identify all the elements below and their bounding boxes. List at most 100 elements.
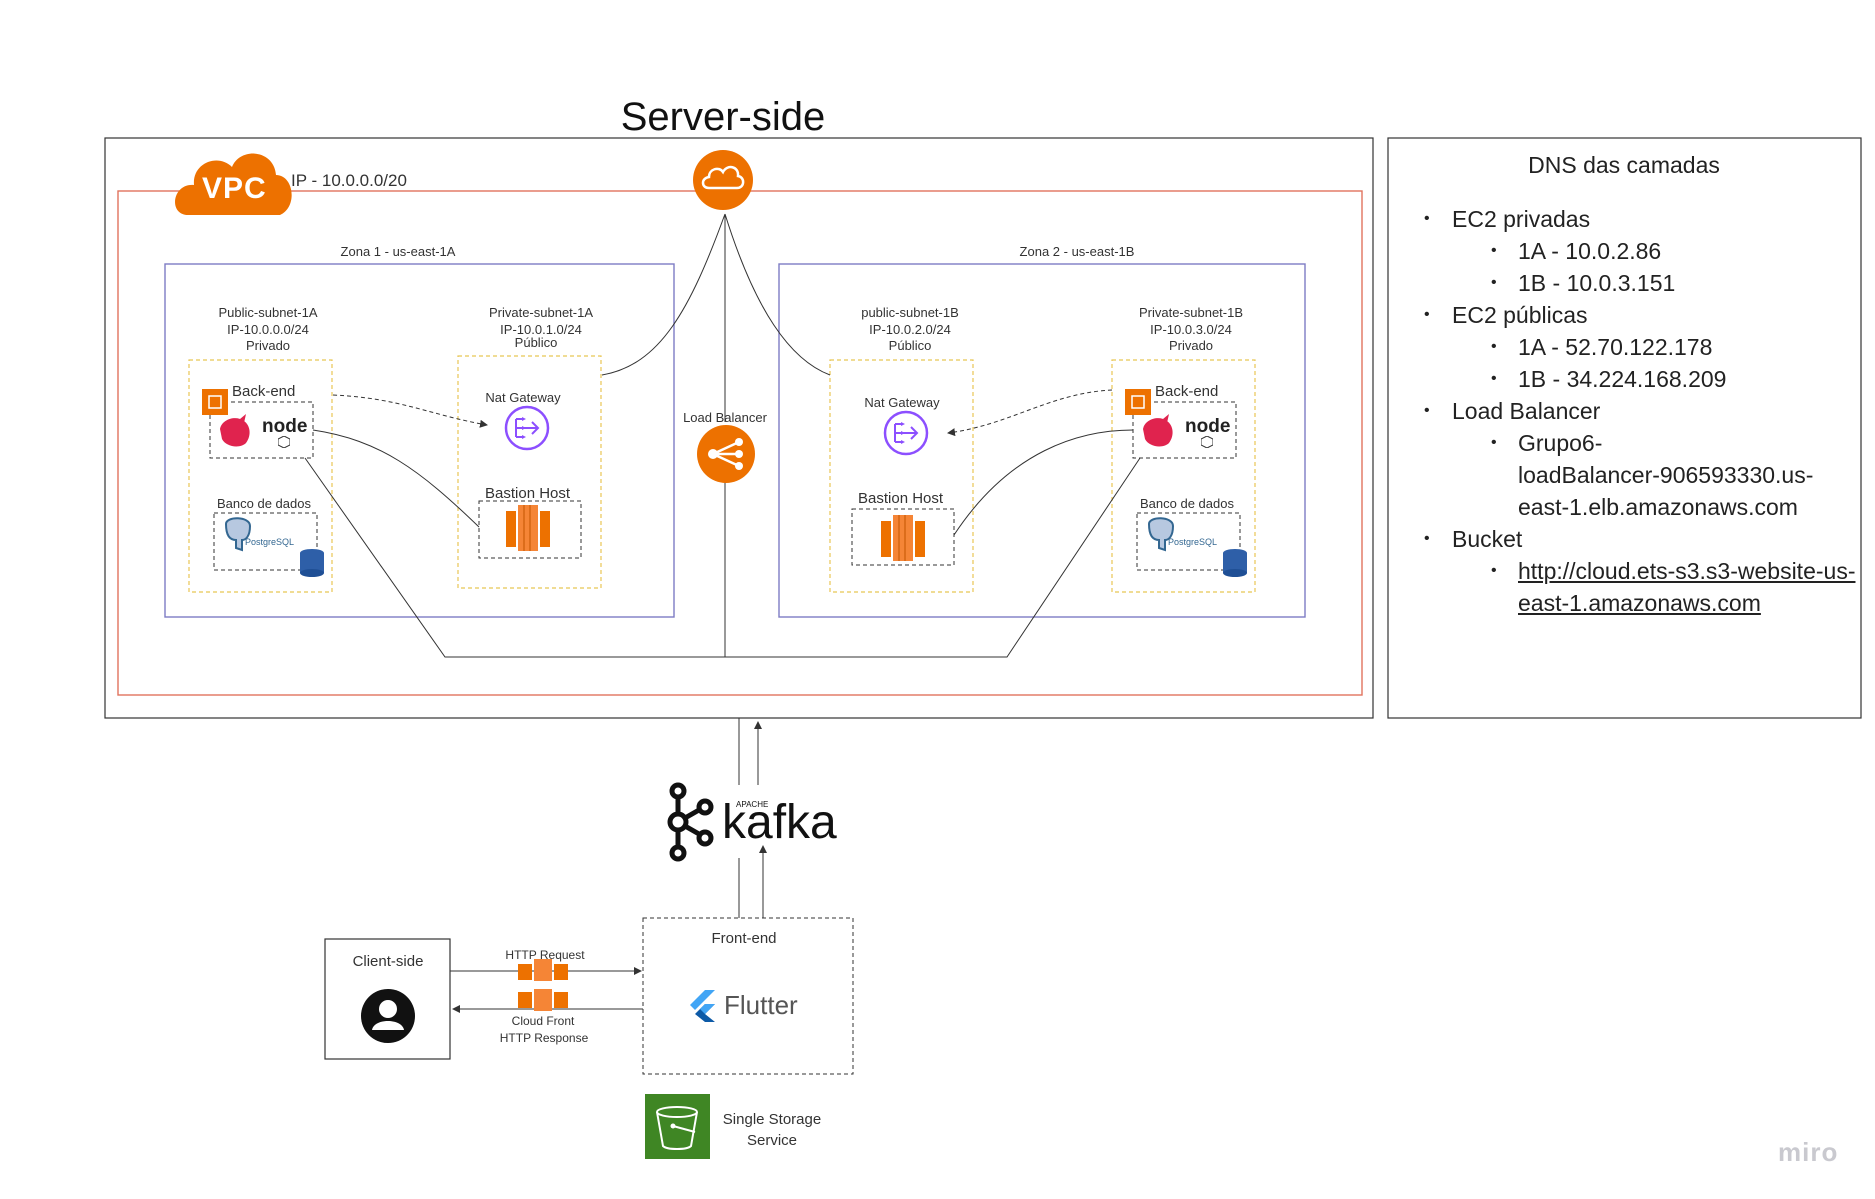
postgresql-icon: [1147, 517, 1175, 552]
dns-subitem-continued: loadBalancer-906593330.us-: [1518, 462, 1814, 488]
dns-list: •EC2 privadas •1A - 10.0.2.86 •1B - 10.0…: [1422, 203, 1855, 619]
subnet-public-1b-name: public-subnet-1B: [861, 305, 959, 320]
internet-gateway-icon[interactable]: [691, 148, 755, 212]
subnet-private-1b-type: Privado: [1168, 338, 1214, 353]
flutter-icon: [690, 990, 715, 1022]
bastion-ec2-icon: [881, 515, 925, 561]
subnet-public-1b: [829, 359, 974, 593]
bastion-1a-label: Bastion Host: [485, 485, 571, 502]
http-request-label: HTTP Request: [505, 948, 585, 962]
database-1a-box: [213, 512, 318, 571]
kafka-icon: [667, 782, 714, 862]
dns-box: [1387, 137, 1862, 719]
dns-subitem: •Grupo6-: [1491, 430, 1603, 456]
backend-1a-label: Back-end: [232, 383, 296, 400]
ec2-icon: [202, 389, 228, 415]
igw-to-nat-1a-line: [601, 213, 726, 376]
subnet-public-1a-type: Privado: [245, 338, 291, 353]
zone-1-label: Zona 1 - us-east-1A: [340, 244, 456, 259]
user-icon: [361, 989, 415, 1043]
load-balancer-label: Load Balancer: [683, 410, 767, 425]
page-title: Server-side: [620, 95, 826, 139]
dns-subitem-continued[interactable]: east-1.amazonaws.com: [1422, 587, 1855, 619]
client-box: [324, 938, 451, 1060]
s3-bucket-icon: [645, 1094, 710, 1159]
database-1b-box: [1136, 512, 1241, 571]
subnet-private-1a-type: Público: [514, 335, 558, 350]
subnet-public-1b-ip: IP-10.0.2.0/24: [869, 322, 951, 337]
dns-subitem: •1A - 10.0.2.86: [1491, 238, 1662, 264]
zone-2-box: [778, 263, 1306, 618]
kafka-wordmark: kafka: [722, 796, 837, 849]
nat-gateway-icon: [504, 405, 550, 451]
backend-1b-to-bastion-line: [953, 429, 1134, 536]
backend-1b-to-nat-line: [947, 389, 1113, 437]
rds-icon: [1223, 549, 1247, 577]
postgresql-icon: [224, 517, 252, 552]
dns-item: •Bucket: [1424, 526, 1523, 552]
bastion-1b-box: [851, 508, 955, 566]
subnet-private-1b: [1111, 359, 1256, 593]
dns-subitem-continued: east-1.elb.amazonaws.com: [1518, 494, 1798, 520]
frontend-box: [642, 917, 854, 1075]
miro-logo: miro: [1778, 1137, 1839, 1167]
backend-1a-box: [209, 401, 314, 459]
backend-1a-to-nat-line: [332, 394, 488, 428]
dns-item: •EC2 privadas: [1424, 206, 1591, 232]
cloudfront-label: Cloud Front: [511, 1014, 575, 1028]
nodejs-logo-1a: node: [262, 416, 308, 437]
nestjs-icon: [220, 414, 250, 447]
database-1a-label: Banco de dados: [217, 496, 311, 511]
nodejs-icon: [1201, 436, 1213, 448]
backend-1a-to-bastion-line: [312, 429, 480, 528]
dns-subitem: •1B - 34.224.168.209: [1491, 366, 1727, 392]
vpc-badge: VPC: [202, 172, 267, 205]
nestjs-icon: [1143, 414, 1173, 447]
lb-to-backend-bus: [304, 457, 1141, 658]
frontend-label: Front-end: [711, 930, 777, 947]
ec2-icon: [1125, 389, 1151, 415]
zone-1-box: [164, 263, 675, 618]
bastion-1b-label: Bastion Host: [858, 490, 944, 507]
subnet-public-1a-ip: IP-10.0.0.0/24: [227, 322, 309, 337]
database-1b-label: Banco de dados: [1140, 496, 1234, 511]
subnet-private-1b-ip: IP-10.0.3.0/24: [1150, 322, 1232, 337]
zone-2-label: Zona 2 - us-east-1B: [1019, 244, 1135, 259]
nat-gateway-1a-label: Nat Gateway: [485, 390, 561, 405]
subnet-private-1b-name: Private-subnet-1B: [1138, 305, 1244, 320]
subnet-private-1a-name: Private-subnet-1A: [488, 305, 594, 320]
cloudfront-icon: [518, 959, 568, 1011]
nodejs-logo-1b: node: [1185, 416, 1231, 437]
subnet-public-1a: [188, 359, 333, 593]
backend-1b-label: Back-end: [1155, 383, 1219, 400]
bastion-1a-box: [478, 500, 582, 559]
subnet-public-1a-name: Public-subnet-1A: [218, 305, 318, 320]
load-balancer-icon[interactable]: [696, 424, 756, 484]
postgres-1a-text: PostgreSQL: [245, 537, 295, 547]
flutter-wordmark: Flutter: [724, 990, 798, 1020]
client-label: Client-side: [352, 953, 424, 970]
nodejs-icon: [278, 436, 290, 448]
subnet-private-1a: [457, 355, 602, 589]
subnet-public-1b-type: Público: [888, 338, 932, 353]
nat-gateway-1b-label: Nat Gateway: [864, 395, 940, 410]
bucket-link[interactable]: http://cloud.ets-s3.s3-website-us-: [1518, 558, 1856, 584]
dns-item: •Load Balancer: [1424, 398, 1601, 424]
dns-subitem: •1A - 52.70.122.178: [1491, 334, 1713, 360]
rds-icon: [300, 549, 324, 577]
dns-subitem: •1B - 10.0.3.151: [1491, 270, 1676, 296]
bucket-link-continued[interactable]: east-1.amazonaws.com: [1518, 590, 1761, 616]
dns-subitem[interactable]: •http://cloud.ets-s3.s3-website-us-: [1491, 558, 1856, 584]
vpc-cloud-icon: [175, 153, 292, 215]
kafka-apache-label: APACHE: [736, 800, 769, 809]
igw-to-nat-1b-line: [724, 213, 831, 376]
s3-label-line1: Single Storage: [722, 1111, 822, 1128]
bastion-ec2-icon: [506, 505, 550, 551]
postgres-1b-text: PostgreSQL: [1168, 537, 1218, 547]
s3-label-line2: Service: [746, 1132, 798, 1149]
nat-gateway-icon: [883, 410, 929, 456]
vpc-ip-label: IP - 10.0.0.0/20: [291, 171, 407, 190]
dns-title: DNS das camadas: [1528, 152, 1720, 178]
dns-item: •EC2 públicas: [1424, 302, 1588, 328]
http-response-label: HTTP Response: [499, 1031, 589, 1045]
